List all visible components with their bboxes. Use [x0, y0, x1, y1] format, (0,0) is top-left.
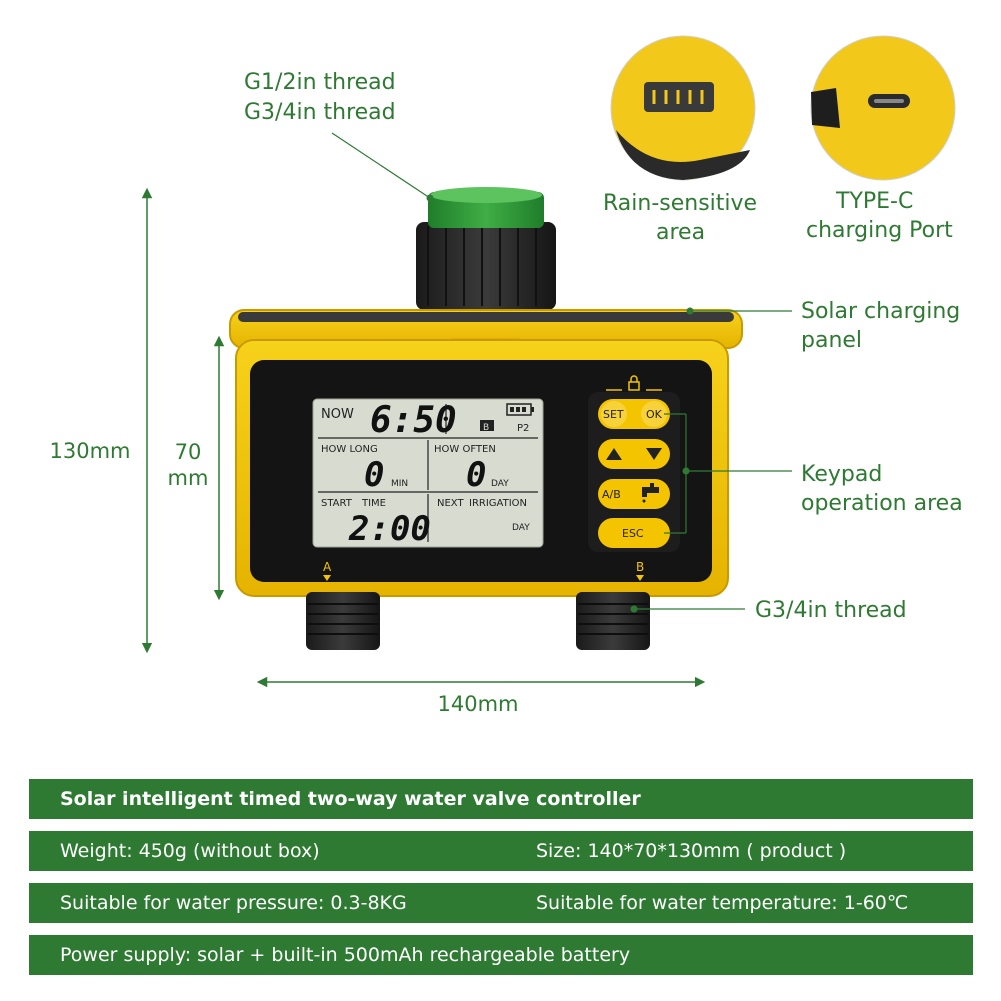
spec-temperature: Suitable for water temperature: 1-60℃	[536, 892, 909, 914]
lcd-irrigation-label: IRRIGATION	[469, 498, 527, 509]
ab-button[interactable]: A/B	[602, 488, 621, 501]
solar-label-1: Solar charging	[801, 299, 961, 324]
spec-pressure: Suitable for water pressure: 0.3-8KG	[60, 892, 407, 914]
lcd-how-often-label: HOW OFTEN	[434, 444, 496, 455]
lcd-how-long-value: 0	[364, 455, 384, 495]
set-button[interactable]: SET	[603, 408, 624, 421]
spec-title: Solar intelligent timed two-way water va…	[60, 788, 641, 810]
spec-weight-size-bar: Weight: 450g (without box) Size: 140*70*…	[29, 831, 973, 871]
lcd-how-long-label: HOW LONG	[321, 444, 378, 455]
outlet-a-label: A	[323, 560, 332, 574]
esc-button[interactable]: ESC	[622, 527, 644, 540]
ab-tap-key[interactable]	[598, 479, 670, 509]
keypad	[588, 375, 680, 552]
spec-pressure-temp-bar: Suitable for water pressure: 0.3-8KG Sui…	[29, 883, 973, 923]
arrow-keys[interactable]	[598, 439, 670, 469]
typec-label-1: TYPE-C	[836, 189, 914, 214]
lock-icon	[606, 375, 662, 391]
lcd-program: P2	[517, 423, 529, 434]
rain-sensor-detail	[610, 35, 756, 181]
outlet-b-connector	[576, 592, 650, 650]
lcd-now-time: 6:50	[370, 400, 457, 441]
lcd-screen	[312, 398, 544, 548]
lcd-how-often-unit: DAY	[491, 479, 509, 489]
spec-title-bar: Solar intelligent timed two-way water va…	[29, 779, 973, 819]
body-height-label-2: mm	[167, 466, 209, 490]
inlet-thread-label-2: G3/4in thread	[244, 100, 396, 125]
spec-power: Power supply: solar + built-in 500mAh re…	[60, 944, 631, 966]
esc-key[interactable]	[598, 518, 670, 548]
inlet-thread-label-1: G1/2in thread	[244, 70, 396, 95]
lcd-start-time: 2:00	[348, 509, 431, 549]
battery-icon	[506, 403, 534, 416]
keypad-label-1: Keypad	[801, 462, 883, 487]
rain-sensor-label-1: Rain-sensitive	[603, 191, 758, 216]
lcd-now-label: NOW	[321, 407, 354, 422]
set-ok-key[interactable]	[598, 399, 670, 429]
faucet-icon[interactable]	[642, 483, 659, 503]
inlet-connector	[416, 187, 556, 310]
ok-button[interactable]: OK	[646, 408, 663, 421]
spec-power-bar: Power supply: solar + built-in 500mAh re…	[29, 935, 973, 975]
dimension-arrows	[141, 187, 706, 688]
outlet-a-connector	[306, 592, 380, 650]
callout-lines	[331, 132, 792, 610]
outlet-a-marker	[323, 575, 331, 581]
keypad-label-2: operation area	[801, 491, 963, 516]
lcd-how-often-value: 0	[466, 455, 486, 495]
outlet-b-marker	[636, 575, 644, 581]
lcd-start-label: START	[321, 498, 353, 509]
width-label: 140mm	[437, 692, 519, 716]
callout-dots	[426, 194, 694, 613]
rain-sensor-label-2: area	[656, 220, 706, 245]
typec-label-2: charging Port	[806, 218, 953, 243]
outlet-b-label: B	[636, 560, 644, 574]
spec-weight: Weight: 450g (without box)	[60, 840, 320, 862]
outlet-thread-label: G3/4in thread	[755, 598, 907, 623]
product-illustration: NOW 6:50 B P2 HOW LONG 0 MIN HOW OFTEN 0…	[141, 35, 956, 688]
lcd-valve-indicator: B	[483, 423, 489, 433]
solar-label-2: panel	[801, 328, 863, 353]
typec-port-detail	[810, 35, 956, 181]
lcd-time-label: TIME	[361, 498, 386, 509]
lcd-next-unit: DAY	[512, 523, 530, 533]
spec-size: Size: 140*70*130mm ( product )	[536, 840, 847, 862]
total-height-label: 130mm	[49, 439, 131, 463]
down-arrow-icon[interactable]	[646, 448, 662, 460]
lcd-next-label: NEXT	[437, 498, 464, 509]
solar-panel	[229, 309, 743, 356]
lcd-how-long-unit: MIN	[391, 479, 408, 489]
up-arrow-icon[interactable]	[606, 448, 622, 460]
body-height-label-1: 70	[174, 440, 202, 464]
